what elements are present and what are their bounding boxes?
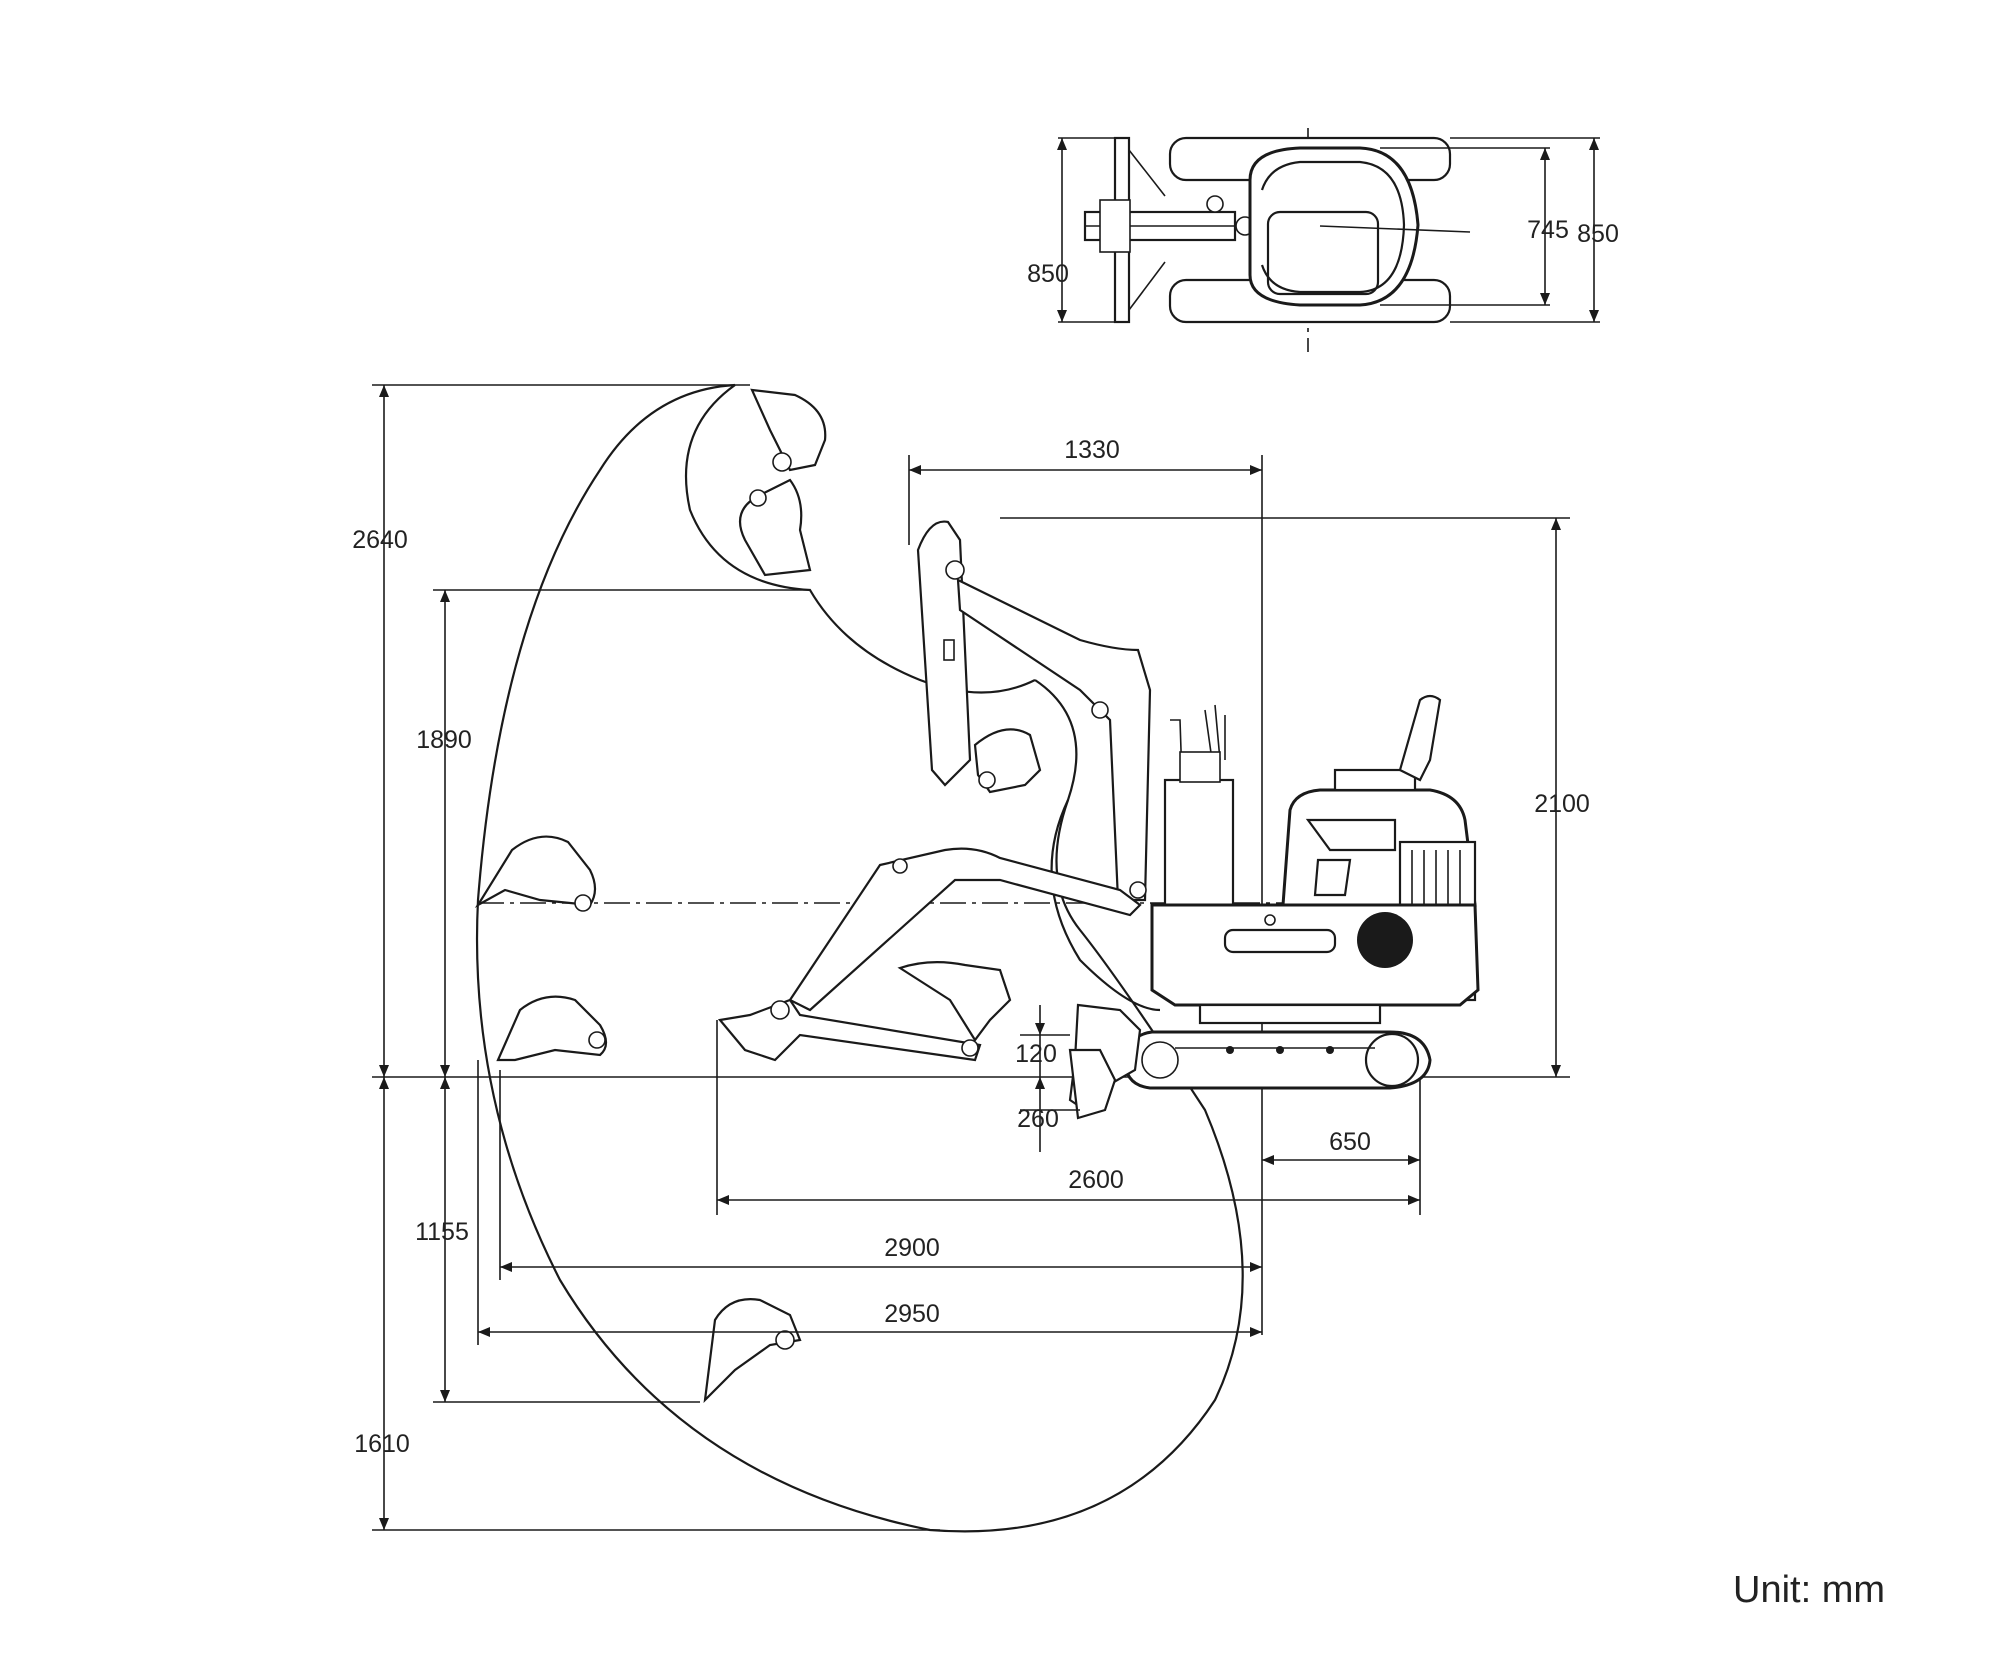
excavator-body: [1068, 694, 1480, 1120]
dim-label-2600: 2600: [1068, 1166, 1124, 1194]
dim-label-745: 745: [1527, 216, 1569, 244]
dim-label-2640: 2640: [352, 526, 408, 554]
dim-label-2950: 2950: [884, 1300, 940, 1328]
lowered-boom-arm: [717, 847, 1142, 1062]
dim-label-2100: 2100: [1534, 790, 1590, 818]
dim-label-650: 650: [1329, 1128, 1371, 1156]
dim-label-1890: 1890: [416, 726, 472, 754]
dim-label-260: 260: [1017, 1105, 1059, 1133]
dimension-labels: 850 745 850 2640 1890 1155 1610 1330 210…: [352, 216, 1619, 1458]
dim-label-120: 120: [1015, 1040, 1057, 1068]
reference-lines: [372, 384, 1570, 1531]
dim-label-1330: 1330: [1064, 436, 1120, 464]
dim-label-850-left: 850: [1027, 260, 1069, 288]
raised-boom-arm: [916, 520, 1152, 902]
top-view: [1057, 128, 1600, 352]
dim-label-1155: 1155: [415, 1218, 469, 1246]
unit-label: Unit: mm: [1733, 1569, 1885, 1611]
bucket-bottom: [703, 1298, 802, 1404]
dim-label-850-right: 850: [1577, 220, 1619, 248]
bucket-top: [738, 388, 827, 577]
bucket-upper-left: [474, 835, 597, 912]
dim-label-1610: 1610: [354, 1430, 410, 1458]
dimension-lines: [379, 385, 1561, 1530]
bucket-lower-left: [496, 995, 608, 1062]
bucket-right-mid: [973, 728, 1042, 794]
dim-label-2900: 2900: [884, 1234, 940, 1262]
